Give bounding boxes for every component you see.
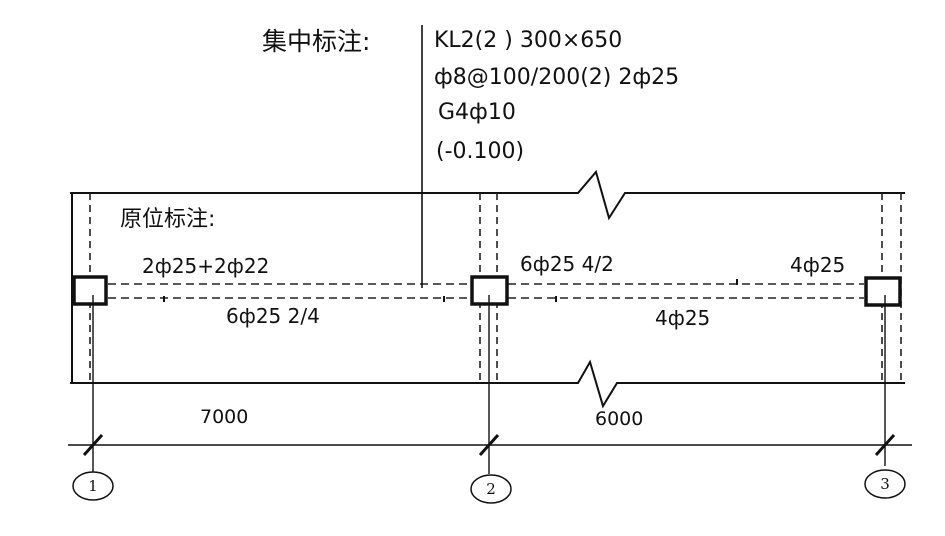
span1-dimension: 7000: [200, 406, 248, 428]
axis-label-2: 2: [486, 480, 496, 498]
centralized-annotation-heading: 集中标注:: [262, 27, 370, 56]
centralized-annotation-line1: KL2(2 ) 300×650: [434, 28, 622, 53]
axis-bubble-1: [72, 471, 114, 501]
dimension-ticks: [82, 433, 896, 457]
span-dimensions: 7000 6000: [200, 406, 643, 430]
axis-bubble-2: [470, 474, 512, 504]
centralized-annotation-line3: G4ф10: [438, 100, 516, 125]
support3-top-rebar: 4ф25: [790, 253, 845, 277]
in-situ-annotation-heading: 原位标注:: [120, 207, 215, 232]
axis-bubbles: [72, 469, 906, 504]
in-situ-annotation: 原位标注: 2ф25+2ф22 6ф25 2/4 6ф25 4/2 4ф25 4…: [120, 207, 845, 330]
beam-top-edge: [70, 169, 905, 221]
beam-center-dashed-lines: [108, 283, 864, 299]
span1-top-rebar: 2ф25+2ф22: [142, 254, 269, 278]
centralized-annotation-line2: ф8@100/200(2) 2ф25: [434, 65, 679, 90]
support2-top-rebar: 6ф25 4/2: [520, 252, 614, 276]
axis-label-1: 1: [88, 477, 98, 495]
centralized-annotation-line4: (-0.100): [436, 139, 524, 164]
span1-bottom-rebar: 6ф25 2/4: [226, 304, 320, 328]
axis-labels: 1 2 3: [88, 475, 890, 498]
beam-bottom-edge: [70, 359, 905, 409]
column-3: [864, 276, 902, 307]
centralized-annotation: 集中标注: KL2(2 ) 300×650 ф8@100/200(2) 2ф25…: [262, 27, 679, 164]
axis-bubble-3: [864, 469, 906, 499]
beam-outline: [70, 169, 905, 409]
axis-label-3: 3: [880, 475, 890, 493]
span2-dimension: 6000: [595, 408, 643, 430]
column-1: [72, 275, 108, 306]
span2-bottom-rebar: 4ф25: [655, 306, 710, 330]
column-dashed-lines: [89, 193, 902, 383]
columns: [72, 275, 902, 307]
rebar-cutoff-ticks: [163, 279, 738, 302]
